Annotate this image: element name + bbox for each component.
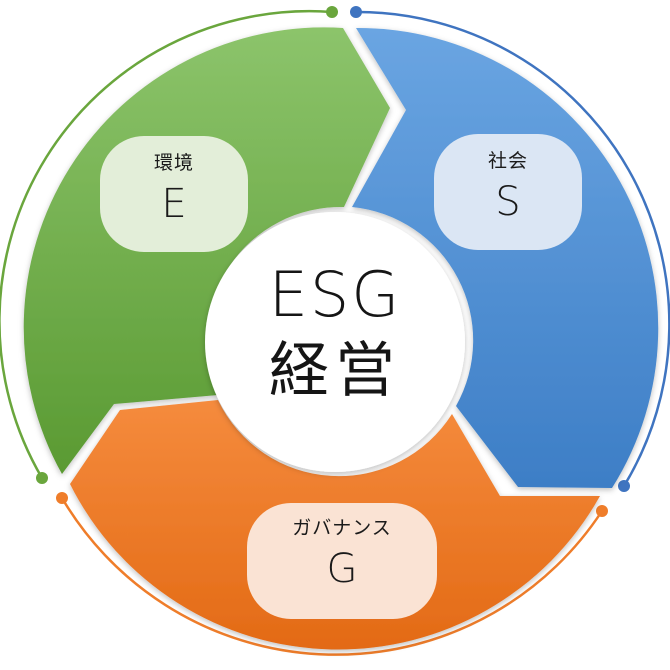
segment-s <box>352 27 659 488</box>
center-title-line2: 経営 <box>269 336 401 406</box>
label-social-text: 社会 <box>487 150 528 172</box>
center-title-line1: ESG <box>268 258 402 331</box>
arc-dot-g-right <box>596 505 608 517</box>
label-governance: ガバナンス G <box>247 503 437 619</box>
label-environment-text: 環境 <box>153 152 194 174</box>
label-social: 社会 S <box>434 134 582 250</box>
label-governance-letter: G <box>326 546 358 592</box>
outer-arc-e <box>0 9 333 479</box>
outer-arc-g <box>60 497 604 656</box>
arc-dot-g-left <box>56 492 68 504</box>
center-title: ESG 経営 <box>207 214 463 470</box>
label-governance-text: ガバナンス <box>292 517 392 539</box>
label-environment-letter: E <box>161 181 187 227</box>
label-environment: 環境 E <box>100 136 248 252</box>
arc-dot-e-bottom <box>36 472 48 484</box>
arc-dot-e-top <box>326 6 338 18</box>
arc-dot-s-bottom <box>618 480 630 492</box>
label-social-letter: S <box>495 179 521 225</box>
arc-dot-s-top <box>350 6 362 18</box>
center-circle <box>205 212 465 472</box>
outer-arc-s <box>355 10 670 487</box>
